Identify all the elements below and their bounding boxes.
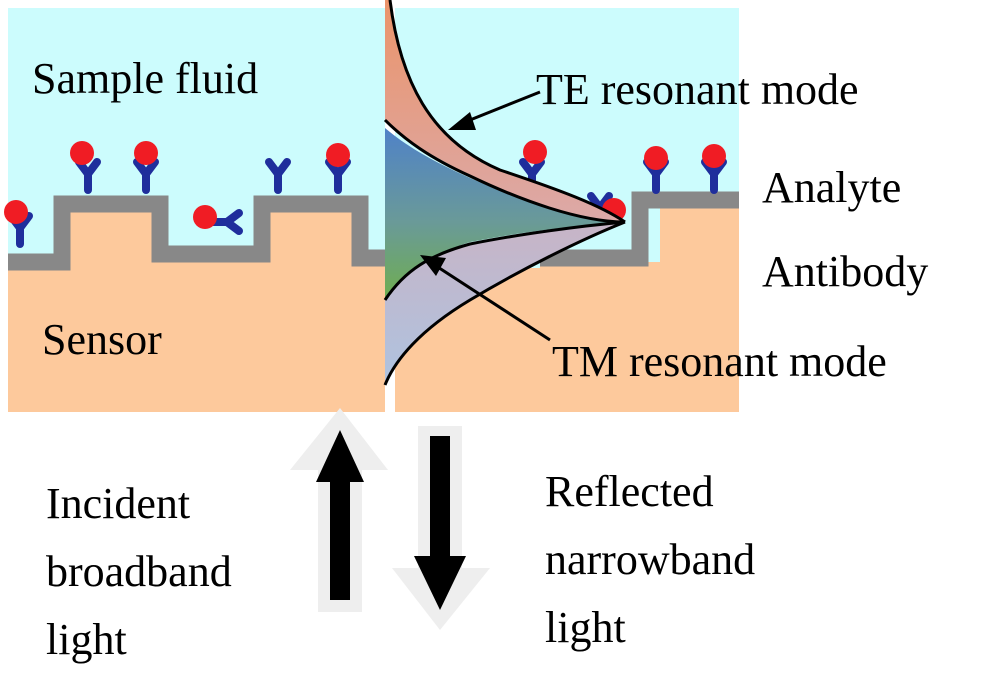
te-pointer-arrowhead <box>448 112 476 130</box>
incident-line-3: light <box>46 615 127 664</box>
te-mode-label: TE resonant mode <box>536 65 859 114</box>
sensor-grating-top <box>8 210 385 412</box>
analyte-icon <box>70 141 94 165</box>
surface-coating-right <box>540 191 739 267</box>
analyte-icon <box>523 140 547 164</box>
incident-arrow <box>316 430 364 600</box>
sensor-grating-top-right <box>540 204 739 412</box>
tm-mode-curve <box>383 220 626 386</box>
te-mode-inner-curve <box>383 118 626 224</box>
reflected-line-3: light <box>545 603 626 652</box>
reflected-light-label: Reflected narrowband light <box>545 458 755 662</box>
analyte-icon <box>134 141 158 165</box>
reflected-line-2: narrowband <box>545 535 756 584</box>
te-mode-curve <box>388 0 626 224</box>
tm-mode-profile <box>385 222 625 385</box>
analyte-label: Analyte <box>762 163 902 212</box>
surface-coating-left <box>8 195 385 271</box>
sample-fluid-label: Sample fluid <box>32 54 259 103</box>
tm-mode-label: TM resonant mode <box>552 337 887 386</box>
reflected-arrow <box>414 436 466 610</box>
te-mode-profile <box>385 0 625 222</box>
incident-light-label: Incident broadband light <box>46 470 232 674</box>
tm-mode-inner-curve <box>383 220 626 301</box>
reflected-line-1: Reflected <box>545 467 714 516</box>
analyte-icon <box>644 146 668 170</box>
sensor-label: Sensor <box>42 315 162 364</box>
tm-pointer-arrowhead <box>420 255 446 276</box>
antibody-label: Antibody <box>762 247 929 296</box>
analyte-icon <box>326 143 350 167</box>
analyte-icon <box>702 144 726 168</box>
incident-line-2: broadband <box>46 547 232 596</box>
tm-pointer-line <box>429 260 551 342</box>
analyte-icon <box>4 200 28 224</box>
te-pointer-line <box>459 90 541 126</box>
mode-overlap-region <box>385 128 625 300</box>
incident-line-1: Incident <box>46 479 191 528</box>
analyte-icon <box>193 205 217 229</box>
